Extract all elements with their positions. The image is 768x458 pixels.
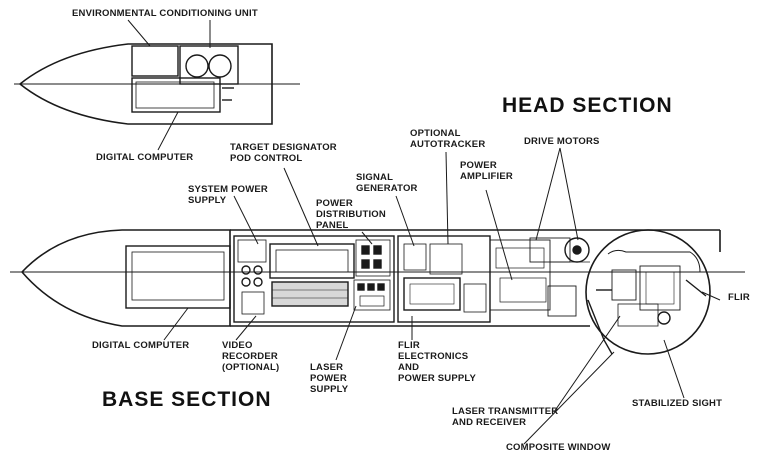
label-stabilized-sight: STABILIZED SIGHT xyxy=(632,398,723,409)
top-pod-view xyxy=(14,43,300,125)
label-composite-window: COMPOSITE WINDOW xyxy=(506,442,611,453)
head-section-title: HEAD SECTION xyxy=(502,94,673,117)
label-power-distribution-panel: POWER DISTRIBUTION PANEL xyxy=(316,198,386,231)
leader-lines xyxy=(127,19,721,445)
label-flir-electronics: FLIR ELECTRONICS AND POWER SUPPLY xyxy=(398,340,477,384)
label-laser-transmitter-receiver: LASER TRANSMITTER AND RECEIVER xyxy=(452,406,559,428)
label-target-designator-pod-control: TARGET DESIGNATOR POD CONTROL xyxy=(230,142,337,164)
label-digital-computer-bottom: DIGITAL COMPUTER xyxy=(92,340,190,351)
label-digital-computer-top: DIGITAL COMPUTER xyxy=(96,152,194,163)
label-environmental-conditioning-unit: ENVIRONMENTAL CONDITIONING UNIT xyxy=(72,8,258,19)
label-flir: FLIR xyxy=(728,292,750,303)
label-system-power-supply: SYSTEM POWER SUPPLY xyxy=(188,184,268,206)
label-drive-motors: DRIVE MOTORS xyxy=(524,136,600,147)
label-laser-power-supply: LASER POWER SUPPLY xyxy=(310,362,349,395)
label-optional-autotracker: OPTIONAL AUTOTRACKER xyxy=(410,128,486,150)
label-power-amplifier: POWER AMPLIFIER xyxy=(460,160,513,182)
main-pod-view xyxy=(10,229,745,355)
label-video-recorder: VIDEO RECORDER (OPTIONAL) xyxy=(222,340,280,373)
label-signal-generator: SIGNAL GENERATOR xyxy=(356,172,418,194)
base-section-title: BASE SECTION xyxy=(102,388,272,411)
